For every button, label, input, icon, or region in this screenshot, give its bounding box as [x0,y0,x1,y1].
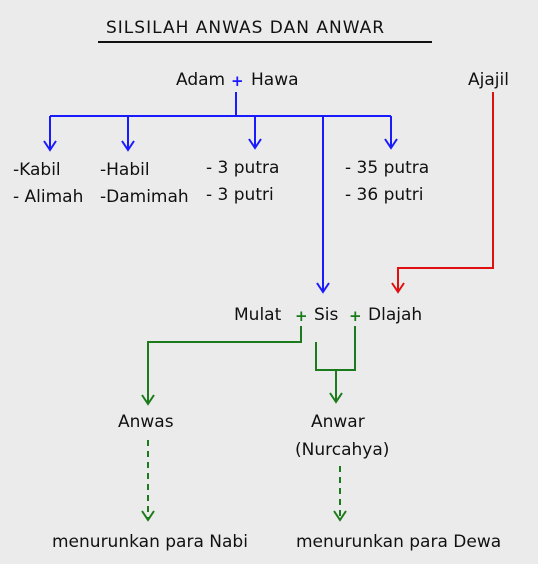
plus-adam-hawa: + [231,72,244,90]
arrow-to-35-putra [384,138,398,150]
edge-mulat-sis-to-anwas [147,326,302,404]
descendants-nabi: menurunkan para Nabi [52,532,248,552]
arrow-to-nabi [141,510,155,522]
node-ajajil: Ajajil [468,70,509,90]
node-3-putri: - 3 putri [206,185,274,205]
edge-mulat-sis-drop [315,342,336,371]
node-adam: Adam [176,70,226,90]
plus-sis-dlajah: + [349,307,362,325]
node-kabil: -Kabil [13,160,61,180]
node-sis: Sis [314,305,339,325]
arrow-to-anwar [329,392,343,404]
node-anwar: Anwar [311,412,365,432]
edge-ajajil-dlajah [397,92,494,292]
descendants-dewa: menurunkan para Dewa [296,532,502,552]
diagram-title: SILSILAH ANWAS DAN ANWAR [106,18,386,38]
edge-sis-dlajah-to-anwar [335,326,356,402]
node-dlajah: Dlajah [368,305,423,325]
node-mulat: Mulat [234,305,282,325]
arrow-to-anwas [141,394,155,406]
arrow-to-sis [316,282,330,294]
node-hawa: Hawa [251,70,299,90]
title-underline [98,41,432,43]
arrow-to-kabil [43,140,57,152]
arrow-to-3-putra [248,138,262,150]
node-alimah: - Alimah [13,187,84,207]
arrow-to-habil [121,140,135,152]
node-3-putra: - 3 putra [206,158,280,178]
plus-mulat-sis: + [295,307,308,325]
node-35-putra: - 35 putra [345,158,430,178]
node-damimah: -Damimah [100,187,189,207]
node-36-putri: - 36 putri [345,185,424,205]
node-anwas: Anwas [118,412,174,432]
arrow-to-dlajah [391,282,405,294]
arrow-to-dewa [333,510,347,522]
node-habil: -Habil [100,160,150,180]
node-anwar-alias: (Nurcahya) [295,440,390,460]
